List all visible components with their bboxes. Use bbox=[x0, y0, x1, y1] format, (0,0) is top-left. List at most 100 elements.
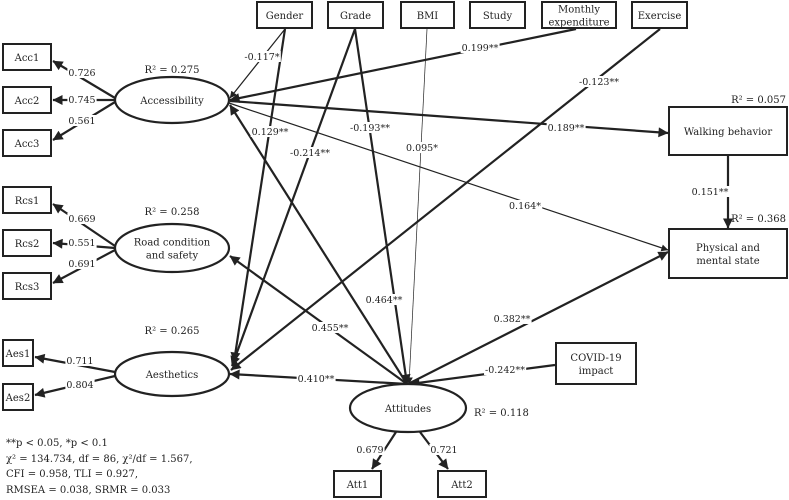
observed-variable-rcs3 bbox=[2, 272, 52, 300]
coef-label-bg bbox=[690, 186, 730, 197]
r-squared-accessibility: R² = 0.275 bbox=[145, 65, 200, 76]
path-coefficient-road-to-rcs1: 0.669 bbox=[68, 214, 95, 225]
path-arrow-attitudes-to-road bbox=[229, 255, 408, 385]
coef-label-bg bbox=[67, 67, 97, 78]
coef-label-bg bbox=[67, 94, 97, 105]
coef-label-bg bbox=[289, 147, 332, 158]
r-squared-attitudes: R² = 0.118 bbox=[474, 408, 529, 419]
path-coefficient-bmi-to-attitudes: 0.095* bbox=[406, 143, 438, 154]
node-label-grade: Grade bbox=[340, 11, 371, 22]
coef-label-bg bbox=[355, 444, 385, 455]
observed-variable-gender bbox=[256, 1, 313, 29]
r-squared-road: R² = 0.258 bbox=[145, 207, 200, 218]
path-arrow-attitudes-to-physical bbox=[407, 251, 669, 385]
node-label-acc2: Acc2 bbox=[14, 96, 40, 107]
node-label-att1: Att1 bbox=[346, 480, 368, 491]
coef-label-bg bbox=[310, 322, 350, 333]
coef-label-bg bbox=[349, 122, 392, 133]
node-label-acc3: Acc3 bbox=[14, 139, 40, 150]
path-coefficient-road-to-rcs2: 0.551 bbox=[68, 238, 95, 249]
node-label-rcs1: Rcs1 bbox=[15, 196, 40, 207]
observed-variable-exercise bbox=[631, 1, 688, 29]
path-coefficient-attitudes-to-att2: 0.721 bbox=[430, 445, 457, 456]
observed-variable-study bbox=[469, 1, 526, 29]
path-coefficient-aesthetics-to-aes1: 0.711 bbox=[66, 356, 93, 367]
path-arrow-covid-to-attitudes bbox=[409, 363, 556, 388]
observed-variable-covid bbox=[555, 342, 637, 385]
path-arrow-accessibility-to-acc1 bbox=[52, 60, 116, 99]
observed-variable-rcs2 bbox=[2, 229, 52, 257]
path-coefficient-gender-to-accessibility: -0.117* bbox=[244, 52, 279, 63]
node-label-gender: Gender bbox=[266, 11, 304, 22]
node-label-physical: Physical and bbox=[696, 243, 760, 254]
path-coefficient-covid-to-attitudes: -0.242** bbox=[485, 365, 525, 376]
cfi-tli-stats: CFI = 0.958, TLI = 0.927, bbox=[6, 469, 139, 480]
node-label-rcs2: Rcs2 bbox=[15, 239, 40, 250]
path-coefficient-attitudes-to-aesthetics: 0.410** bbox=[298, 374, 335, 385]
coef-label-bg bbox=[243, 51, 281, 62]
path-arrow-monthly-to-accessibility bbox=[229, 27, 577, 103]
path-coefficient-grade-to-aesthetics: -0.214** bbox=[290, 148, 330, 159]
node-label-att2: Att2 bbox=[450, 480, 472, 491]
path-coefficient-attitudes-to-physical: 0.382** bbox=[494, 314, 531, 325]
node-label-attitudes: Attitudes bbox=[384, 404, 431, 415]
observed-variable-acc1 bbox=[2, 43, 52, 71]
node-label-road: and safety bbox=[146, 251, 199, 262]
latent-variable-aesthetics bbox=[113, 350, 231, 398]
node-label-monthly: expenditure bbox=[548, 18, 609, 29]
chi-square-stats: χ² = 134.734, df = 86, χ²/df = 1.567, bbox=[6, 453, 193, 465]
node-label-covid: impact bbox=[579, 366, 614, 377]
path-arrow-grade-to-aesthetics bbox=[230, 28, 357, 367]
path-coefficient-attitudes-to-accessibility: 0.464** bbox=[366, 295, 403, 306]
path-coefficient-accessibility-to-physical: 0.164* bbox=[509, 201, 541, 212]
observed-variable-acc3 bbox=[2, 129, 52, 157]
node-label-rcs3: Rcs3 bbox=[15, 282, 40, 293]
path-coefficient-gender-to-aesthetics: 0.129** bbox=[252, 127, 289, 138]
coef-label-bg bbox=[429, 444, 459, 455]
r-squared-aesthetics: R² = 0.265 bbox=[145, 326, 200, 337]
node-label-covid: COVID-19 bbox=[570, 353, 621, 364]
path-coefficient-attitudes-to-att1: 0.679 bbox=[356, 445, 383, 456]
latent-variable-road bbox=[113, 222, 231, 274]
coef-label-bg bbox=[364, 294, 404, 305]
node-label-monthly: Monthly bbox=[558, 5, 600, 16]
coef-label-bg bbox=[67, 115, 97, 126]
latent-variable-accessibility bbox=[113, 75, 231, 125]
node-label-accessibility: Accessibility bbox=[139, 96, 204, 107]
path-coefficient-accessibility-to-acc1: 0.726 bbox=[68, 68, 95, 79]
r-squared-walking: R² = 0.057 bbox=[731, 95, 786, 106]
coef-label-bg bbox=[484, 364, 527, 375]
path-coefficient-monthly-to-accessibility: 0.199** bbox=[462, 43, 499, 54]
coef-label-bg bbox=[67, 237, 97, 248]
observed-variable-grade bbox=[327, 1, 384, 29]
path-coefficient-accessibility-to-walking: 0.189** bbox=[548, 123, 585, 134]
node-label-exercise: Exercise bbox=[638, 11, 682, 22]
path-coefficient-aesthetics-to-aes2: 0.804 bbox=[66, 380, 93, 391]
path-arrow-gender-to-aesthetics bbox=[230, 28, 287, 363]
observed-variable-aes1 bbox=[2, 339, 34, 367]
coef-label-bg bbox=[250, 126, 290, 137]
path-coefficient-exercise-to-aesthetics: -0.123** bbox=[579, 77, 619, 88]
path-coefficient-accessibility-to-acc3: 0.561 bbox=[68, 116, 95, 127]
observed-variable-walking bbox=[668, 106, 788, 156]
path-arrow-gender-to-accessibility bbox=[229, 28, 286, 99]
coef-label-bg bbox=[508, 200, 543, 211]
path-arrow-accessibility-to-walking bbox=[229, 99, 669, 138]
path-coefficient-walking-to-physical: 0.151** bbox=[692, 187, 729, 198]
coef-label-bg bbox=[65, 379, 95, 390]
observed-variable-att2 bbox=[437, 470, 487, 498]
coef-label-bg bbox=[405, 142, 440, 153]
observed-variable-rcs1 bbox=[2, 186, 52, 214]
path-arrow-grade-to-attitudes bbox=[353, 28, 411, 385]
coef-label-bg bbox=[67, 213, 97, 224]
observed-variable-acc2 bbox=[2, 86, 52, 114]
path-arrow-attitudes-to-accessibility bbox=[229, 104, 408, 385]
coef-label-bg bbox=[67, 258, 97, 269]
node-label-bmi: BMI bbox=[417, 11, 439, 22]
node-label-walking: Walking behavior bbox=[684, 127, 772, 138]
significance-note: **p < 0.05, *p < 0.1 bbox=[6, 438, 108, 449]
path-arrow-accessibility-to-physical bbox=[228, 102, 669, 252]
coef-label-bg bbox=[460, 42, 500, 53]
